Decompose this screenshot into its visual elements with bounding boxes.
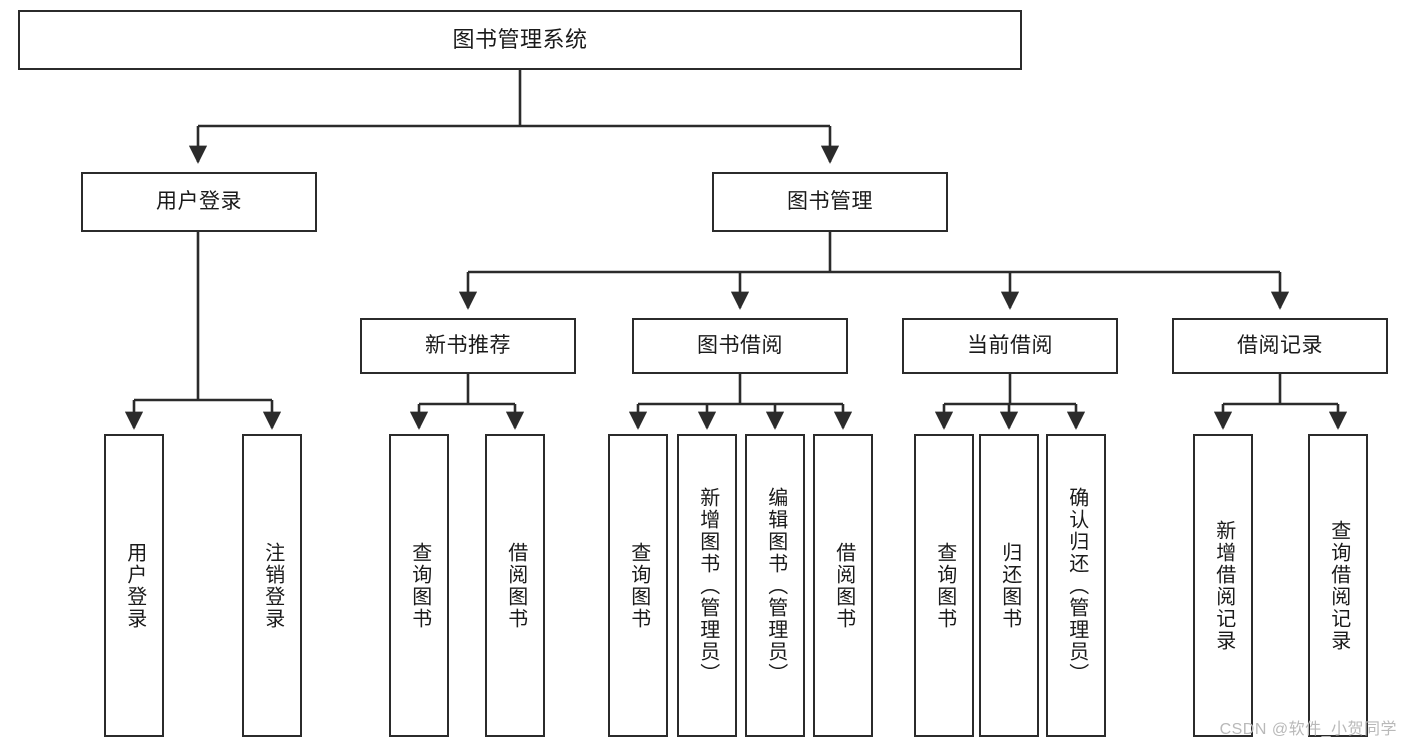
node-label: 借阅记录 bbox=[1237, 333, 1323, 357]
node-root-book-management-system[interactable]: 图书管理系统 bbox=[18, 10, 1022, 70]
leaf-user-login-logout[interactable]: 注销登录 bbox=[242, 434, 302, 737]
node-label: 新书推荐 bbox=[425, 333, 511, 357]
node-label: 当前借阅 bbox=[967, 333, 1053, 357]
node-label: 查询图书 bbox=[627, 541, 650, 630]
node-label: 图书管理系统 bbox=[452, 27, 588, 53]
node-label: 用户登录 bbox=[123, 541, 146, 630]
node-new-book-recommendation[interactable]: 新书推荐 bbox=[360, 318, 576, 374]
leaf-new-book-query-book[interactable]: 查询图书 bbox=[389, 434, 449, 737]
node-label: 归还图书 bbox=[998, 541, 1021, 630]
node-book-borrowing[interactable]: 图书借阅 bbox=[632, 318, 848, 374]
leaf-new-book-borrow-book[interactable]: 借阅图书 bbox=[485, 434, 545, 737]
node-book-management[interactable]: 图书管理 bbox=[712, 172, 948, 232]
node-current-borrowing[interactable]: 当前借阅 bbox=[902, 318, 1118, 374]
leaf-records-add-record[interactable]: 新增借阅记录 bbox=[1193, 434, 1253, 737]
leaf-borrow-query-book[interactable]: 查询图书 bbox=[608, 434, 668, 737]
node-label: 确认归还（管理员） bbox=[1065, 486, 1088, 685]
leaf-user-login-login[interactable]: 用户登录 bbox=[104, 434, 164, 737]
node-user-login[interactable]: 用户登录 bbox=[81, 172, 317, 232]
leaf-current-query-book[interactable]: 查询图书 bbox=[914, 434, 974, 737]
node-label: 借阅图书 bbox=[832, 541, 855, 630]
leaf-current-return-book[interactable]: 归还图书 bbox=[979, 434, 1039, 737]
node-label: 新增借阅记录 bbox=[1212, 519, 1235, 652]
node-label: 注销登录 bbox=[261, 541, 284, 630]
node-label: 编辑图书（管理员） bbox=[764, 486, 787, 685]
leaf-records-query-record[interactable]: 查询借阅记录 bbox=[1308, 434, 1368, 737]
node-label: 新增图书（管理员） bbox=[696, 486, 719, 685]
node-label: 查询图书 bbox=[933, 541, 956, 630]
node-label: 图书借阅 bbox=[697, 333, 783, 357]
node-label: 借阅图书 bbox=[504, 541, 527, 630]
node-label: 查询借阅记录 bbox=[1327, 519, 1350, 652]
leaf-borrow-add-book-admin[interactable]: 新增图书（管理员） bbox=[677, 434, 737, 737]
node-label: 图书管理 bbox=[787, 189, 873, 213]
node-label: 用户登录 bbox=[156, 189, 242, 213]
leaf-borrow-borrow-book[interactable]: 借阅图书 bbox=[813, 434, 873, 737]
leaf-current-confirm-return-admin[interactable]: 确认归还（管理员） bbox=[1046, 434, 1106, 737]
node-label: 查询图书 bbox=[408, 541, 431, 630]
node-borrowing-records[interactable]: 借阅记录 bbox=[1172, 318, 1388, 374]
leaf-borrow-edit-book-admin[interactable]: 编辑图书（管理员） bbox=[745, 434, 805, 737]
